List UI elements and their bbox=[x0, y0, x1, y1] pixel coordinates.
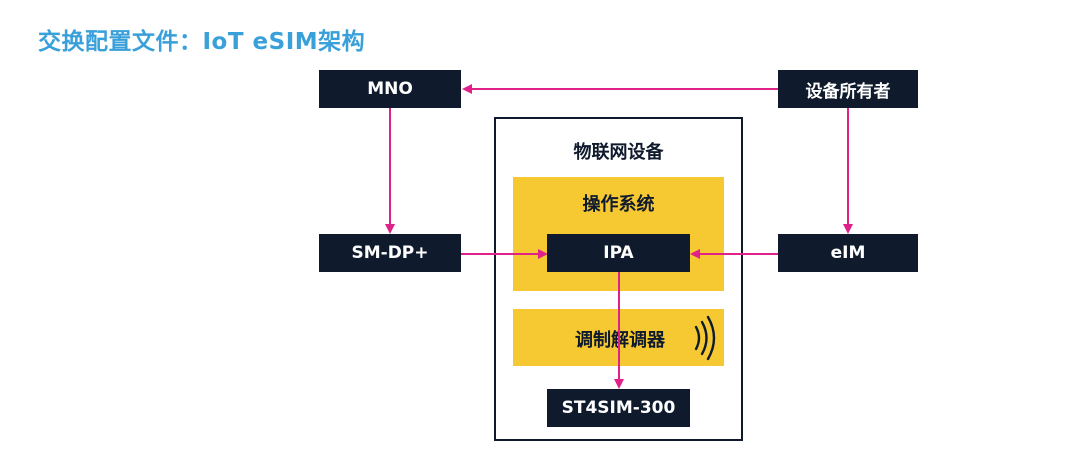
signal-waves-icon bbox=[694, 315, 716, 361]
node-st4sim: ST4SIM-300 bbox=[547, 389, 690, 427]
node-sm-dp: SM-DP+ bbox=[319, 234, 461, 272]
os-label: 操作系统 bbox=[582, 194, 655, 215]
node-mno: MNO bbox=[319, 70, 461, 108]
node-device-owner: 设备所有者 bbox=[778, 70, 918, 108]
iot-device-label: 物联网设备 bbox=[573, 142, 664, 163]
node-ipa: IPA bbox=[547, 234, 690, 272]
node-eim: eIM bbox=[778, 234, 918, 272]
page-title: 交换配置文件：IoT eSIM架构 bbox=[38, 29, 366, 55]
